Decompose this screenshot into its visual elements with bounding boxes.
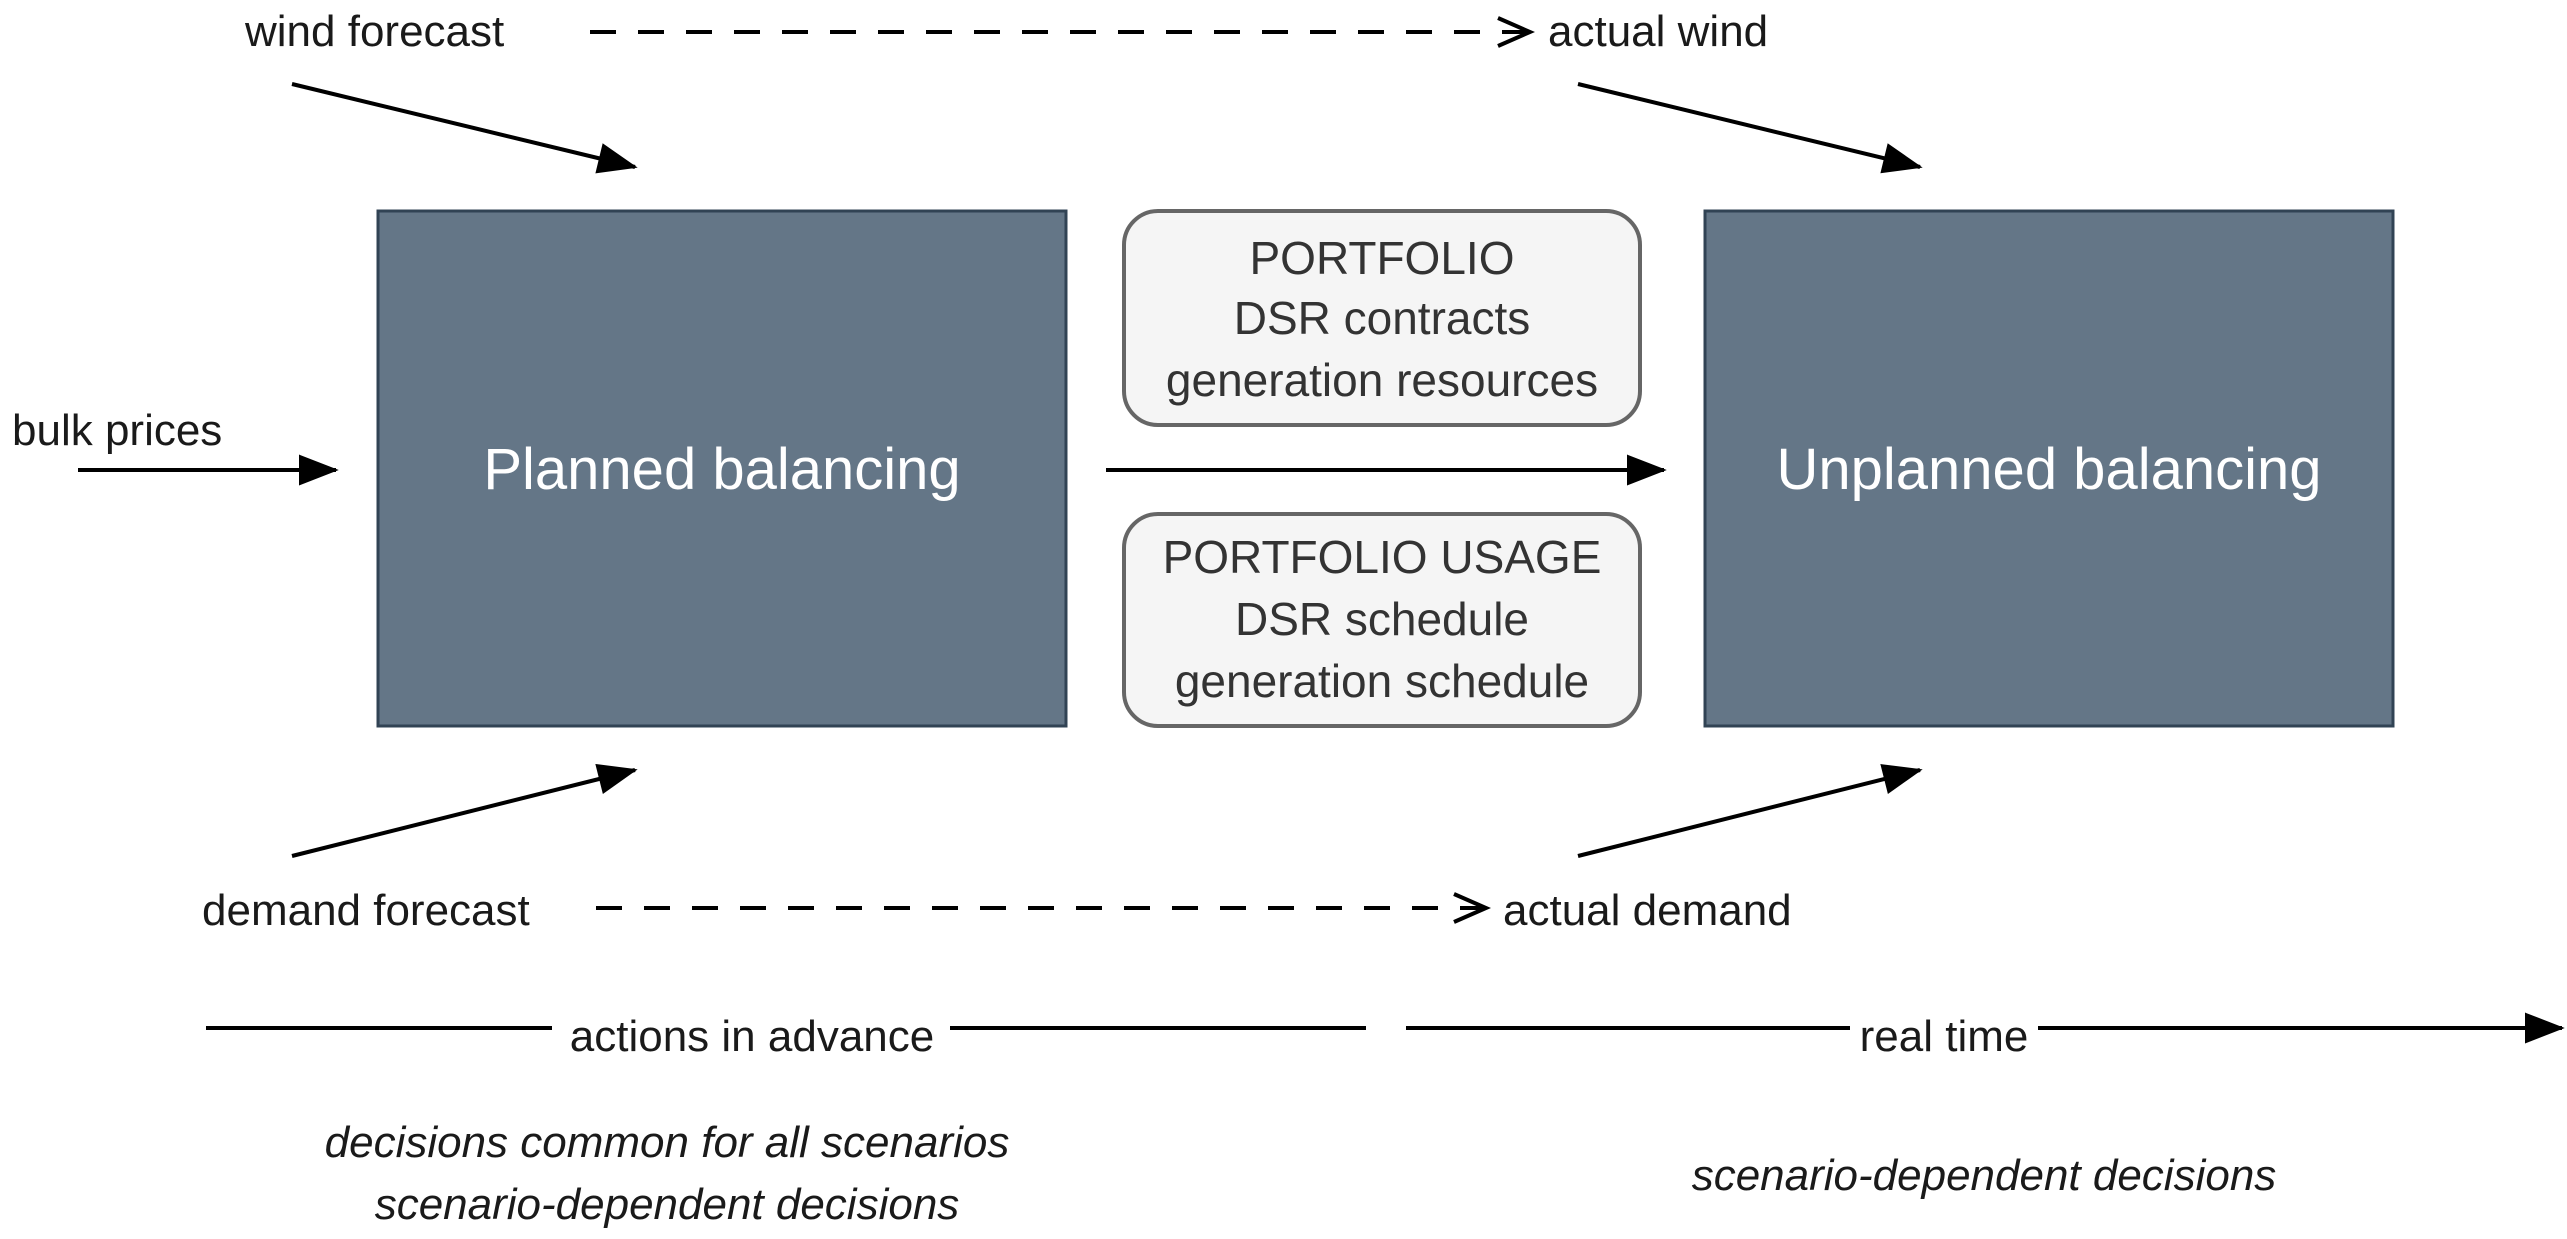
- unplanned-balancing-box: [1703, 209, 2395, 728]
- real-time-label: real time: [1860, 1012, 2029, 1061]
- portfolio-heading: PORTFOLIO: [1250, 232, 1515, 284]
- wind-forecast-label: wind forecast: [244, 7, 504, 56]
- actual-wind-to-unplanned-arrow: [1577, 82, 1923, 174]
- actions-in-advance-label: actions in advance: [570, 1012, 934, 1061]
- portfolio-usage-dsr-schedule: DSR schedule: [1235, 593, 1529, 645]
- portfolio-generation-resources: generation resources: [1166, 354, 1598, 406]
- real-time-label-gap: [1850, 1004, 2038, 1052]
- actual-wind-label: actual wind: [1548, 7, 1768, 56]
- demand-forecast-to-planned-arrow: [291, 764, 638, 858]
- bulk-prices-label: bulk prices: [12, 406, 222, 455]
- portfolio-usage-heading: PORTFOLIO USAGE: [1163, 531, 1602, 583]
- advance-note-scenario: scenario-dependent decisions: [375, 1180, 960, 1229]
- wind-forecast-to-planned-arrow: [291, 82, 638, 174]
- portfolio-panel: [1122, 209, 1642, 427]
- portfolio-usage-generation-schedule: generation schedule: [1175, 655, 1589, 707]
- actions-in-advance-label-gap: [552, 1004, 950, 1052]
- advance-note-common: decisions common for all scenarios: [325, 1118, 1010, 1167]
- actual-demand-to-unplanned-arrow: [1577, 764, 1923, 858]
- planned-balancing-box: [376, 209, 1068, 728]
- actual-demand-label: actual demand: [1503, 886, 1792, 935]
- demand-forecast-label: demand forecast: [202, 886, 530, 935]
- portfolio-usage-panel: [1122, 512, 1642, 728]
- planned-balancing-title: Planned balancing: [483, 437, 960, 502]
- unplanned-balancing-title: Unplanned balancing: [1777, 437, 2322, 502]
- portfolio-dsr-contracts: DSR contracts: [1234, 292, 1531, 344]
- realtime-note-scenario: scenario-dependent decisions: [1692, 1151, 2277, 1200]
